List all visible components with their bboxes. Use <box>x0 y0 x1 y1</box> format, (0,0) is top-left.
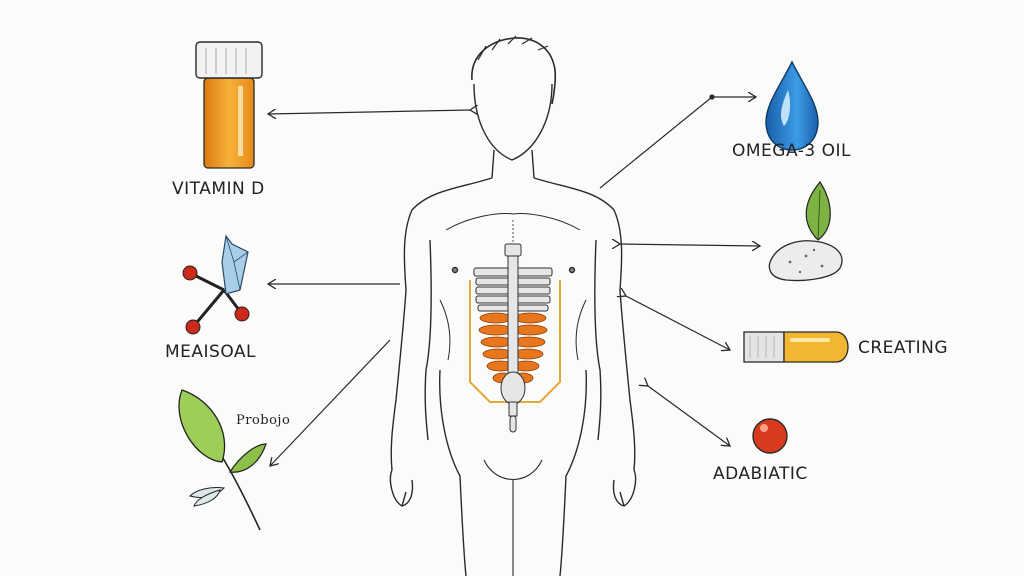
creatine-label: CREATING <box>858 338 949 358</box>
vitamin-d-bottle-icon <box>195 41 263 169</box>
omega-3-label: OMEGA-3 OIL <box>732 141 851 161</box>
adaptogenic-label: ADABIATIC <box>713 464 808 484</box>
omega-3-drop-icon <box>765 60 819 151</box>
connector-arrows <box>268 95 760 466</box>
adaptogen-red-pill-icon <box>752 418 788 454</box>
vitamin-d-label: VITAMIN D <box>172 179 265 199</box>
mineral-rock-leaf-icon <box>768 180 843 282</box>
spine-ribcage-icon <box>469 220 561 433</box>
probiotic-label: Probojo <box>236 413 291 428</box>
mineral-molecule-icon <box>182 234 250 335</box>
mineral-label: MEAISOAL <box>165 342 257 362</box>
creatine-capsule-icon <box>743 331 849 363</box>
human-figure-icon <box>389 35 637 576</box>
probiotic-leaf-icon <box>178 389 267 531</box>
